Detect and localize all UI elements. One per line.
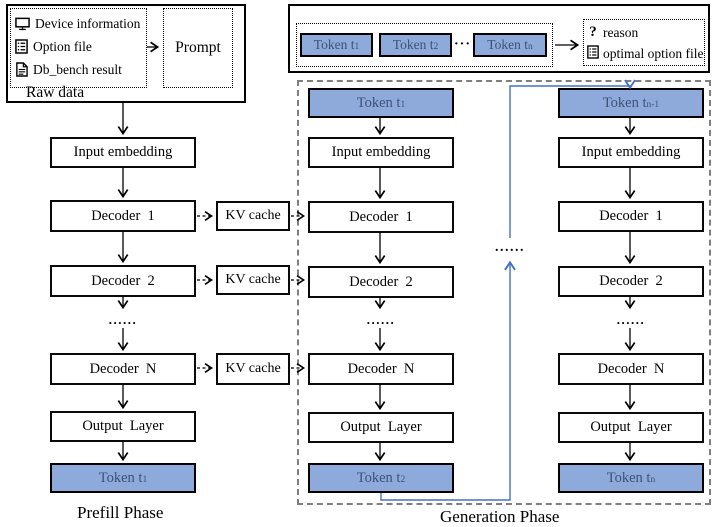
generation-phase-label: Generation Phase	[440, 507, 560, 526]
prefill-decoder-n-box: Decoder N	[50, 353, 196, 385]
raw-data-item-device: Device information	[15, 12, 146, 35]
kv-cache-box-3: KV cache	[216, 353, 290, 385]
generation1-output-layer-box: Output Layer	[308, 412, 454, 443]
prefill-decoder-2-box: Decoder 2	[50, 265, 196, 297]
raw-data-item-option: Option file	[15, 35, 146, 58]
token-sequence-ellipsis: ···	[453, 37, 471, 52]
prefill-input-embedding-box: Input embedding	[50, 137, 196, 168]
kv-cache-box-2: KV cache	[216, 265, 290, 295]
generation1-decoder-2-box: Decoder 2	[308, 266, 454, 298]
prefill-phase-label: Prefill Phase	[77, 503, 164, 522]
question-icon: ?	[589, 24, 597, 40]
generation1-input-embedding-box: Input embedding	[308, 137, 454, 168]
generationN-decoder-1-box: Decoder 1	[558, 201, 704, 232]
raw-data-item-label: Device information	[35, 15, 141, 31]
generationN-decoder-2-box: Decoder 2	[558, 266, 704, 297]
prefill-output-layer-box: Output Layer	[50, 411, 196, 442]
generation1-decoder-ellipsis: ......	[366, 312, 396, 327]
raw-data-items-box: Device information Option file	[10, 8, 147, 88]
raw-data-item-label: Option file	[33, 38, 92, 54]
prefill-decoder-1-box: Decoder 1	[50, 200, 196, 232]
list-icon	[15, 39, 28, 54]
generationN-decoder-n-box: Decoder N	[558, 353, 704, 385]
prompt-box: Prompt	[163, 8, 233, 88]
raw-data-item-label: Db_bench result	[33, 61, 122, 77]
optimal-option-file-row: optimal option file	[587, 43, 704, 64]
generation1-decoder-1-box: Decoder 1	[308, 201, 454, 233]
reason-row: ? reason	[587, 22, 704, 43]
prefill-decoder-ellipsis: ......	[108, 312, 138, 327]
generationN-decoder-ellipsis: ......	[616, 312, 646, 327]
generation-steps-ellipsis: ......	[495, 240, 525, 255]
raw-data-item-dbbench: Db_bench result	[15, 58, 146, 81]
generation1-decoder-n-box: Decoder N	[308, 353, 454, 385]
raw-data-label: Raw data	[26, 84, 85, 101]
list-icon	[587, 44, 599, 63]
generationN-output-layer-box: Output Layer	[558, 412, 704, 443]
document-icon	[15, 62, 28, 77]
generation-phase-border	[297, 80, 711, 505]
reason-output-box: ? reason optimal option file	[583, 19, 705, 66]
generationN-input-embedding-box: Input embedding	[558, 137, 704, 168]
kv-cache-box-1: KV cache	[216, 201, 290, 231]
monitor-icon	[15, 17, 30, 31]
